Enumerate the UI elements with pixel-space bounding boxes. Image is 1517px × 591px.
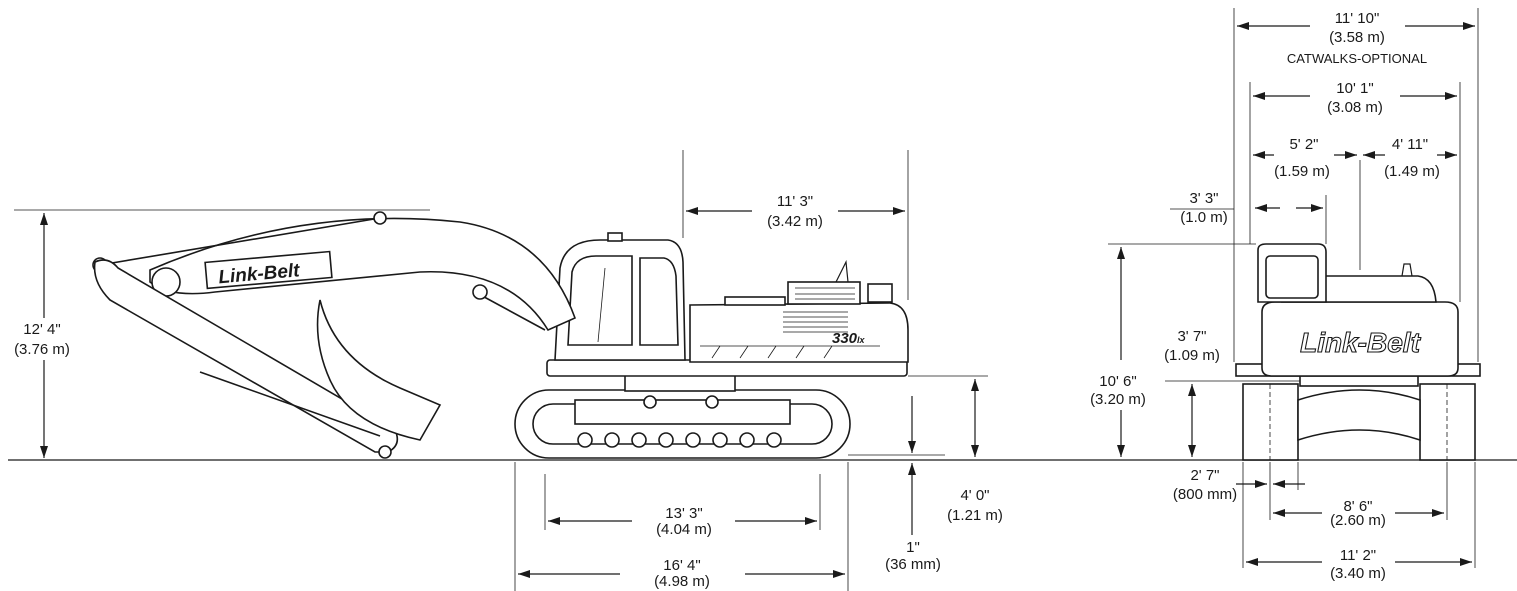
tail-length-imperial: 11' 3" — [777, 193, 813, 210]
engine-housing — [689, 302, 909, 363]
model-badge: 330 — [832, 330, 858, 347]
overall-height-metric: (3.76 m) — [14, 341, 70, 358]
svg-text:330lx: 330lx — [832, 330, 866, 347]
cab-width-metric: (1.0 m) — [1180, 209, 1228, 226]
front-view-excavator: Link-Belt — [1235, 160, 1481, 461]
cab-width-imperial: 3' 3" — [1189, 190, 1218, 207]
bucket — [316, 299, 442, 441]
track-gauge-imperial: 8' 6" — [1343, 498, 1372, 515]
grouser-height-metric: (36 mm) — [885, 556, 941, 573]
boom — [149, 217, 577, 332]
right-section-metric: (1.49 m) — [1384, 163, 1440, 180]
upper-width-imperial: 10' 1" — [1336, 80, 1373, 97]
upper-width-metric: (3.08 m) — [1327, 99, 1383, 116]
track-rollers — [577, 395, 782, 448]
side-view-dimensions: 12' 4" (3.76 m) 11' 3" (3.42 m) 13' 3" (… — [0, 150, 1003, 591]
front-view-dimensions: 11' 10" (3.58 m) CATWALKS-OPTIONAL 10' 1… — [1090, 8, 1479, 582]
track-length-metric: (4.98 m) — [654, 573, 710, 590]
tumbler-length-imperial: 13' 3" — [665, 505, 702, 522]
tail-length-metric: (3.42 m) — [767, 213, 823, 230]
shoe-width-imperial: 2' 7" — [1190, 467, 1219, 484]
catwalks-optional-note: CATWALKS-OPTIONAL — [1287, 51, 1427, 66]
right-section-imperial: 4' 11" — [1392, 136, 1428, 153]
left-section-metric: (1.59 m) — [1274, 163, 1330, 180]
cw-clearance-metric: (1.21 m) — [947, 507, 1003, 524]
shoe-width-metric: (800 mm) — [1173, 486, 1237, 503]
track-length-imperial: 16' 4" — [663, 557, 700, 574]
left-track-front — [1242, 383, 1299, 461]
side-view-excavator: 330lx Link-Belt — [92, 211, 909, 459]
overall-width-imperial: 11' 2" — [1340, 547, 1376, 564]
catwalk-steps — [700, 345, 880, 359]
arm-cylinder — [99, 217, 381, 266]
boom-logo-plate — [204, 250, 333, 290]
left-section-imperial: 5' 2" — [1289, 136, 1318, 153]
overall-height-imperial: 12' 4" — [23, 321, 60, 338]
front-logo: Link-Belt — [1300, 327, 1421, 358]
overall-width-metric: (3.40 m) — [1330, 565, 1386, 582]
bucket-cylinder — [199, 371, 381, 437]
ground-clearance-imperial: 3' 7" — [1177, 328, 1206, 345]
grouser-height-imperial: 1" — [906, 539, 920, 556]
model-suffix: lx — [857, 335, 866, 345]
track-gauge-metric: (2.60 m) — [1330, 512, 1386, 529]
width-catwalks-metric: (3.58 m) — [1329, 29, 1385, 46]
cab-height-metric: (3.20 m) — [1090, 391, 1146, 408]
engine-grille — [783, 311, 848, 333]
arm — [93, 259, 399, 453]
right-track-front — [1419, 383, 1476, 461]
width-catwalks-imperial: 11' 10" — [1335, 10, 1380, 27]
cab-height-imperial: 10' 6" — [1099, 373, 1136, 390]
ground-clearance-metric: (1.09 m) — [1164, 347, 1220, 364]
cw-clearance-imperial: 4' 0" — [960, 487, 989, 504]
tumbler-length-metric: (4.04 m) — [656, 521, 712, 538]
